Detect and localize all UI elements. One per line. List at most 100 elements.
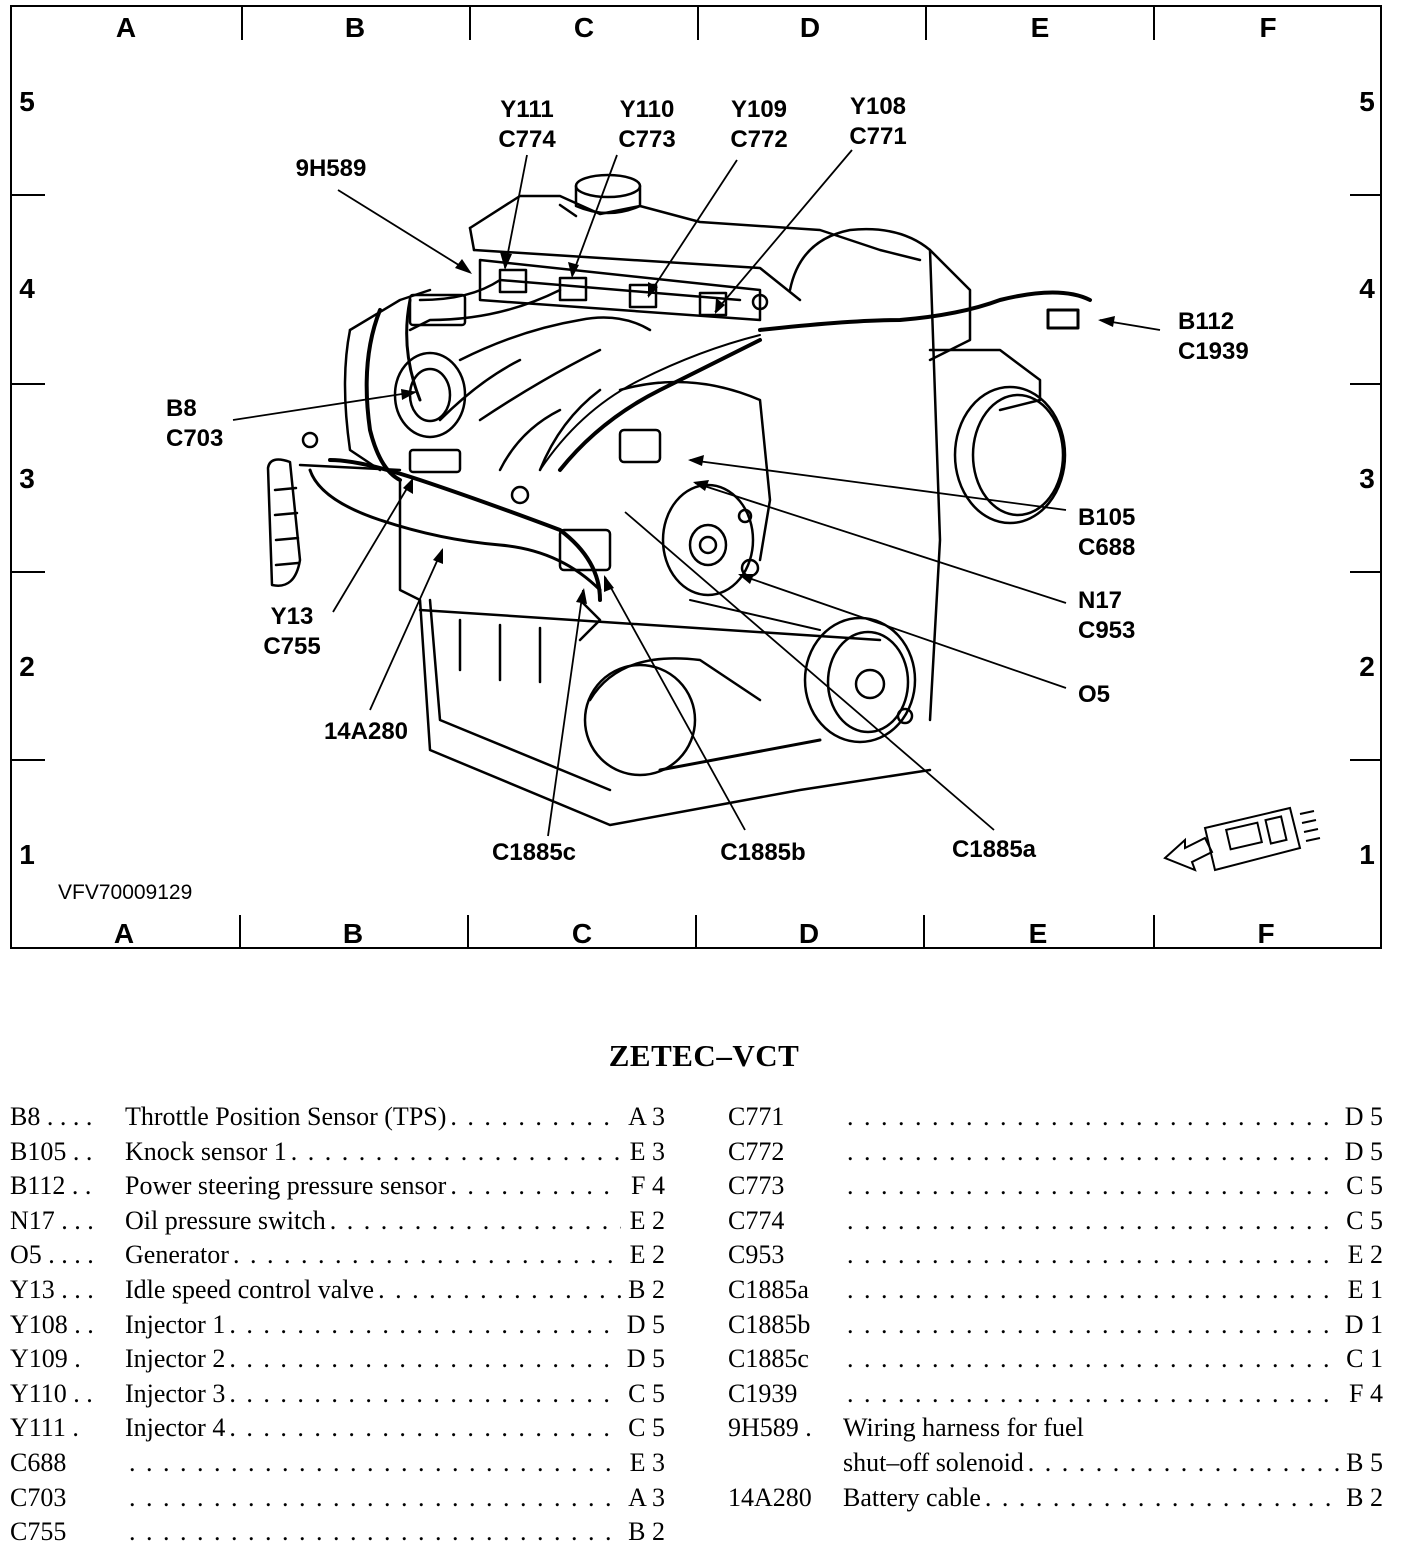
legend-description: Oil pressure switch: [125, 1205, 326, 1235]
legend-code: Y111 .: [10, 1413, 79, 1443]
callout-y111-connector: C774: [498, 126, 556, 153]
callout-c1885c-label: C1885c: [492, 839, 576, 866]
grid-row-right-2: 2: [1359, 651, 1375, 682]
legend-code: C1885c: [728, 1344, 809, 1374]
grid-col-top-b: B: [345, 12, 365, 43]
legend-leader-dots: [843, 1169, 1339, 1204]
callout-b8-label: B8: [166, 395, 197, 422]
legend-code: Y110 . .: [10, 1378, 93, 1408]
legend-grid-location: C 5: [1346, 1205, 1383, 1235]
legend-row: C1939F 4: [728, 1377, 1383, 1412]
grid-row-left-4: 4: [19, 273, 35, 304]
legend-description: shut–off solenoid: [843, 1447, 1024, 1477]
legend-leader-dots: [843, 1204, 1339, 1239]
callout-y110-connector: C773: [618, 126, 675, 153]
grid-col-bottom-e: E: [1029, 918, 1048, 949]
legend-code: C772: [728, 1136, 785, 1166]
callout-y109-connector: C772: [730, 126, 787, 153]
legend-leader-dots: [225, 1377, 621, 1412]
grid-col-bottom-d: D: [799, 918, 819, 949]
legend-leader-dots: [1024, 1446, 1339, 1481]
legend-description: Idle speed control valve: [125, 1274, 375, 1304]
legend-row: Y111 .Injector 4C 5: [10, 1411, 665, 1446]
callout-9h589-label: 9H589: [296, 155, 367, 182]
legend-leader-dots: [326, 1204, 621, 1239]
legend-row: Y110 . .Injector 3C 5: [10, 1377, 665, 1412]
legend-row: B8 . . . .Throttle Position Sensor (TPS)…: [10, 1100, 665, 1135]
grid-row-right-1: 1: [1359, 839, 1375, 870]
engine-illustration: [266, 173, 1092, 827]
legend-grid-location: B 2: [628, 1274, 665, 1304]
legend-grid-location: F 4: [1349, 1378, 1383, 1408]
legend-code: C774: [728, 1205, 785, 1235]
legend-grid-location: D 5: [626, 1344, 665, 1374]
legend-row: C953E 2: [728, 1238, 1383, 1273]
connector-locator-icon: [1163, 806, 1321, 872]
legend-leader-dots: [225, 1308, 621, 1343]
legend-description: Generator: [125, 1240, 229, 1270]
callout-y13-label: Y13: [271, 603, 314, 630]
callout-b112-label: B112: [1178, 308, 1234, 335]
legend-code: N17 . . .: [10, 1205, 94, 1235]
grid-row-right-5: 5: [1359, 86, 1375, 117]
legend-code: B105 . .: [10, 1136, 93, 1166]
figure-id: VFV70009129: [58, 881, 192, 904]
legend-row: 9H589 .Wiring harness for fuel: [728, 1411, 1383, 1446]
leader-arrowheads: [401, 252, 1115, 604]
callout-14a280-label: 14A280: [324, 718, 408, 745]
legend-code: C755: [10, 1517, 67, 1547]
legend-description: Power steering pressure sensor: [125, 1171, 447, 1201]
grid-col-bottom-f: F: [1257, 918, 1274, 949]
legend-code: C1885b: [728, 1309, 811, 1339]
legend-code: C771: [728, 1102, 785, 1131]
legend-row: Y109 .Injector 2D 5: [10, 1342, 665, 1377]
legend-leader-dots: [125, 1481, 621, 1516]
legend-leader-dots: [225, 1411, 621, 1446]
callout-c1885a-label: C1885a: [952, 836, 1037, 863]
legend-grid-location: B 2: [628, 1517, 665, 1547]
legend-row: C688E 3: [10, 1446, 665, 1481]
grid-col-top-f: F: [1259, 12, 1276, 43]
legend-grid-location: D 5: [626, 1309, 665, 1339]
grid-col-top-e: E: [1031, 12, 1050, 43]
grid-col-bottom-c: C: [572, 918, 592, 949]
legend-leader-dots: [374, 1273, 621, 1308]
grid-ticks: [10, 5, 1382, 949]
legend-leader-dots: [843, 1308, 1339, 1343]
legend-grid-location: C 5: [628, 1413, 665, 1443]
legend-row: B112 . .Power steering pressure sensorF …: [10, 1169, 665, 1204]
callout-b8-connector: C703: [166, 425, 223, 452]
legend-grid-location: B 5: [1346, 1447, 1383, 1477]
legend-code: 9H589 .: [728, 1413, 812, 1443]
grid-col-top-c: C: [574, 12, 594, 43]
grid-col-top-a: A: [116, 12, 136, 43]
legend-grid-location: E 3: [629, 1447, 665, 1477]
legend-left-column: B8 . . . .Throttle Position Sensor (TPS)…: [10, 1100, 665, 1550]
grid-row-left-2: 2: [19, 651, 35, 682]
leader-lines: [232, 149, 1161, 837]
legend-description: Throttle Position Sensor (TPS): [125, 1102, 447, 1131]
legend-right-column: C771D 5C772D 5C773C 5C774C 5C953E 2C1885…: [728, 1100, 1383, 1515]
legend-row: C773C 5: [728, 1169, 1383, 1204]
legend-grid-location: F 4: [631, 1171, 665, 1201]
legend-leader-dots: [981, 1481, 1339, 1516]
legend-row: Y13 . . .Idle speed control valveB 2: [10, 1273, 665, 1308]
legend-row: C703A 3: [10, 1481, 665, 1516]
legend-leader-dots: [229, 1238, 621, 1273]
legend-row: B105 . .Knock sensor 1E 3: [10, 1135, 665, 1170]
legend-description: Injector 2: [125, 1344, 226, 1374]
grid-row-left-1: 1: [19, 839, 35, 870]
legend-code: C773: [728, 1171, 785, 1201]
callout-n17-connector: C953: [1078, 617, 1135, 644]
legend-leader-dots: [446, 1100, 621, 1135]
callout-b105-label: B105: [1078, 504, 1135, 531]
legend-code: 14A280: [728, 1482, 812, 1512]
legend-description: Battery cable: [843, 1482, 981, 1512]
callout-y13-connector: C755: [263, 633, 320, 660]
legend-grid-location: E 2: [1347, 1240, 1383, 1270]
legend-leader-dots: [843, 1377, 1339, 1412]
legend-code: O5 . . . .: [10, 1240, 94, 1270]
legend-code: Y108 . .: [10, 1309, 94, 1339]
legend-grid-location: B 2: [1346, 1482, 1383, 1512]
